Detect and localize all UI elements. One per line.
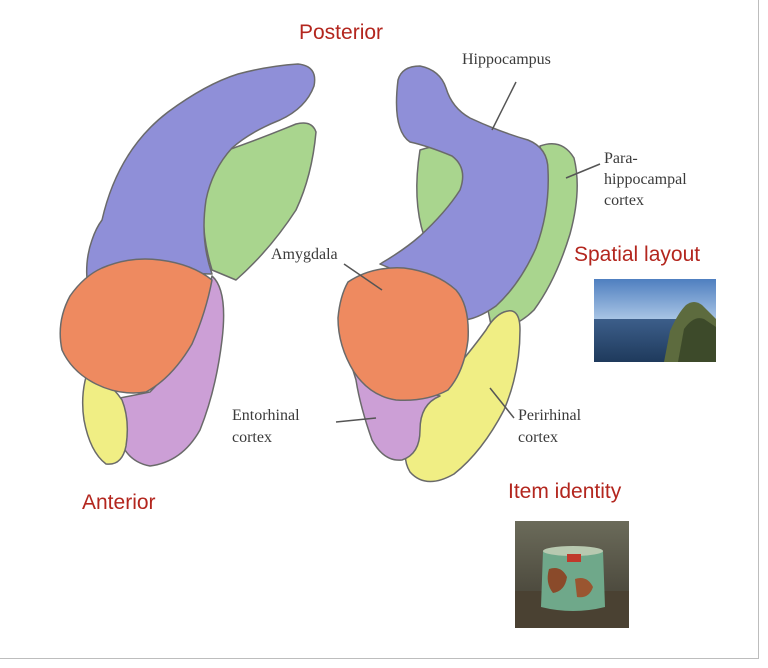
right-perirhinal-region — [404, 310, 521, 483]
right-amygdala-region — [337, 267, 469, 402]
spatial-layout-photo — [594, 279, 716, 362]
item-identity-photo — [515, 521, 629, 628]
parahippocampal-label-line1: Para- — [604, 150, 638, 167]
parahippocampal-label-line3: cortex — [604, 192, 644, 209]
entorhinal-label-line2: cortex — [232, 429, 272, 446]
left-mtl-structure — [59, 63, 317, 467]
item-identity-label: Item identity — [508, 480, 622, 503]
entorhinal-label-line1: Entorhinal — [232, 407, 300, 424]
rusted-can-image — [515, 521, 629, 628]
anterior-label: Anterior — [82, 491, 156, 514]
left-amygdala-region — [59, 258, 213, 394]
amygdala-pointer — [343, 263, 383, 291]
right-mtl-structure — [337, 65, 578, 483]
hippocampus-label: Hippocampus — [462, 51, 551, 68]
perirhinal-label-line2: cortex — [518, 429, 558, 446]
hippocampus-pointer — [491, 81, 517, 131]
amygdala-label: Amygdala — [271, 246, 338, 263]
perirhinal-pointer — [489, 387, 515, 419]
posterior-label: Posterior — [299, 21, 384, 44]
spatial-layout-label: Spatial layout — [574, 243, 701, 266]
parahippocampal-pointer — [565, 163, 601, 179]
perirhinal-label-line1: Perirhinal — [518, 407, 582, 424]
entorhinal-pointer — [335, 417, 377, 423]
label-pointer-lines — [335, 81, 601, 423]
parahippocampal-label-line2: hippocampal — [604, 171, 687, 188]
left-perirhinal-region — [81, 369, 129, 465]
right-hippocampus-region — [379, 65, 549, 321]
coastal-cliff-image — [594, 279, 716, 362]
